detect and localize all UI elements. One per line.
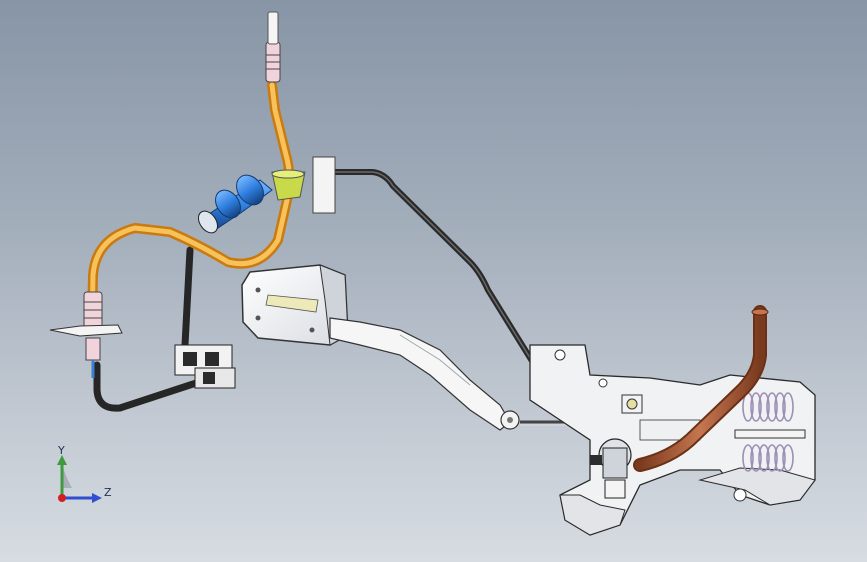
valve-bracket[interactable] [174, 344, 236, 389]
coordinate-triad: Y Z [57, 444, 112, 503]
x-axis-icon [58, 494, 66, 502]
cable-bracket-block[interactable] [312, 156, 336, 214]
copper-hose[interactable] [633, 305, 769, 472]
left-connector-fitting[interactable] [49, 291, 123, 378]
blue-coupling[interactable] [195, 170, 273, 236]
pedal-box-bracket[interactable] [529, 344, 816, 536]
master-cylinder[interactable] [590, 438, 632, 499]
pedal-arm[interactable] [329, 317, 520, 431]
top-connector-fitting[interactable] [265, 11, 281, 83]
return-springs[interactable] [734, 392, 806, 472]
green-clip[interactable] [271, 169, 306, 201]
y-axis-label: Y [57, 444, 65, 457]
z-axis-label: Z [104, 486, 112, 499]
